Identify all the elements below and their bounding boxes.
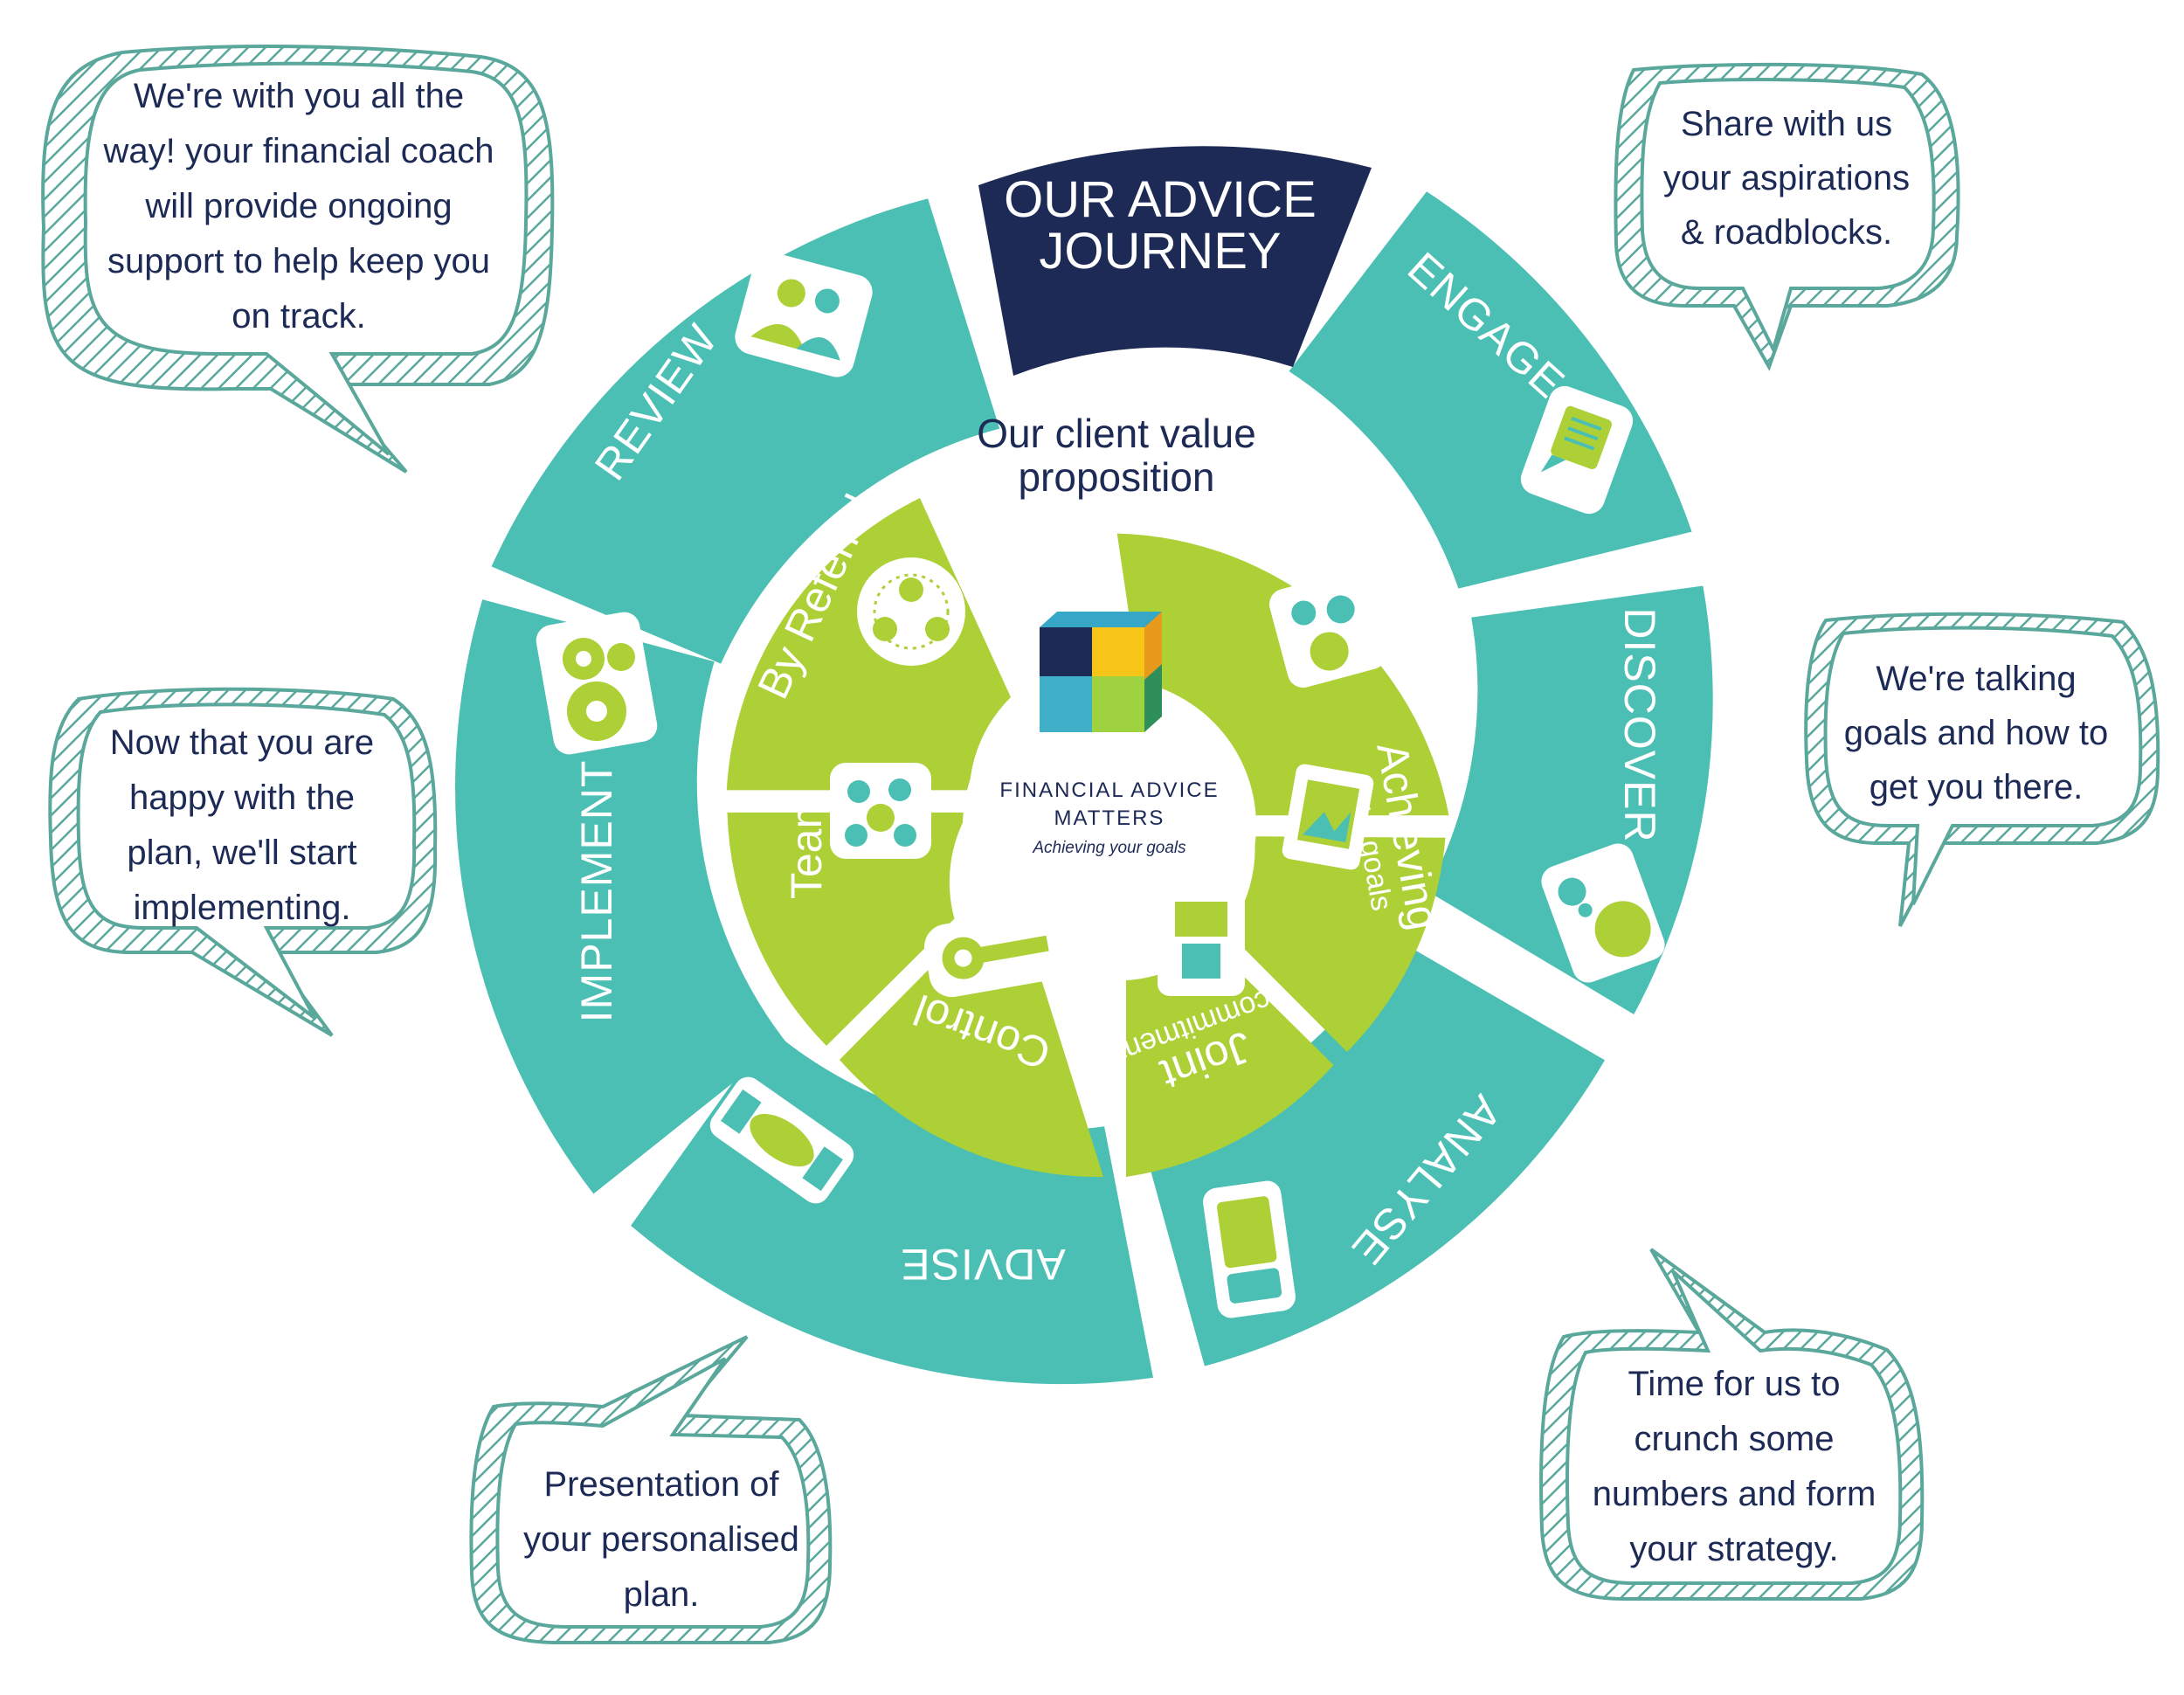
handshake-icon	[709, 1076, 854, 1204]
bubble-text-line: & roadblocks.	[1681, 213, 1892, 252]
value-control-wedge[interactable]	[840, 935, 1103, 1178]
bubble-text-line: Share with us	[1681, 105, 1892, 143]
bubble-text-line: support to help keep you	[107, 242, 490, 280]
bubble-text-line: Now that you are	[110, 723, 374, 762]
totem-icon	[1158, 888, 1245, 996]
title-segment	[978, 146, 1372, 376]
page-title-line1: OUR ADVICE	[1004, 171, 1317, 228]
value-joint-commitment-wedge[interactable]	[1126, 944, 1334, 1177]
calculator-icon	[1203, 1180, 1296, 1318]
subtitle-line1: Our client value	[977, 411, 1256, 456]
puzzle-cube-icon	[1040, 612, 1162, 732]
bubble-text-line: Time for us to	[1628, 1365, 1840, 1403]
stage-implement-segment[interactable]	[455, 599, 785, 1194]
bubble-text-line: We're with you all the	[134, 77, 464, 115]
photos-icon	[1282, 764, 1374, 870]
bubble-text-line: on track.	[232, 297, 365, 336]
people-icon	[735, 252, 873, 377]
bubble-text-line: numbers and form	[1593, 1475, 1876, 1513]
value-achieving-wedge[interactable]	[1227, 836, 1446, 1052]
stage-implement-label: IMPLEMENT	[572, 760, 621, 1023]
advise-speech-bubble: Presentation of your personalised plan.	[469, 1335, 833, 1644]
bubble-text-line: your strategy.	[1629, 1530, 1838, 1568]
bubble-text-line: your aspirations	[1663, 159, 1910, 197]
gears-icon	[536, 612, 658, 755]
group-icon	[1269, 571, 1386, 688]
stage-review-segment[interactable]	[491, 198, 1000, 664]
subtitle-line2: proposition	[1018, 454, 1214, 500]
network-icon	[857, 557, 965, 666]
bubble-text-line: crunch some	[1635, 1420, 1835, 1458]
implement-speech-bubble: Now that you are happy with the plan, we'l…	[48, 687, 438, 1037]
review-speech-bubble: We're with you all the way! your financia…	[41, 45, 555, 474]
bubble-text-line: way! your financial coach	[103, 132, 494, 170]
thought-bubble-icon	[1541, 843, 1665, 983]
bubble-text-line: get you there.	[1870, 768, 2084, 806]
bubble-text-line: implementing.	[133, 889, 350, 927]
stage-discover-label: DISCOVER	[1615, 607, 1664, 842]
bubble-text-line: your personalised	[523, 1520, 799, 1559]
value-team-label: Team	[782, 792, 831, 899]
engage-speech-bubble: Share with us your aspirations & roadblock…	[1614, 62, 1960, 371]
bubble-text-line: Presentation of	[543, 1465, 779, 1504]
team-icon	[830, 763, 931, 859]
brand-name-line2: MATTERS	[1054, 806, 1165, 830]
speech-bubble-icon	[1520, 385, 1634, 515]
value-team-wedge[interactable]	[727, 813, 969, 1046]
bubble-text-line: plan, we'll start	[127, 834, 356, 872]
bubble-text-line: happy with the	[129, 778, 355, 817]
brand-tagline: Achieving your goals	[1032, 839, 1186, 857]
stage-advise-label: ADVISE	[900, 1240, 1065, 1289]
bubble-text-line: will provide ongoing	[144, 187, 452, 225]
bubble-text-line: plan.	[624, 1575, 700, 1614]
bubble-text-line: goals and how to	[1844, 714, 2108, 752]
key-icon	[924, 907, 1068, 998]
discover-speech-bubble: We're talking goals and how to get you the…	[1804, 612, 2160, 927]
analyse-speech-bubble: Time for us to crunch some numbers and for…	[1539, 1248, 1925, 1601]
page-title-line2: JOURNEY	[1039, 223, 1281, 280]
bubble-text-line: We're talking	[1876, 660, 2076, 698]
brand-name-line1: FINANCIAL ADVICE	[999, 778, 1219, 802]
